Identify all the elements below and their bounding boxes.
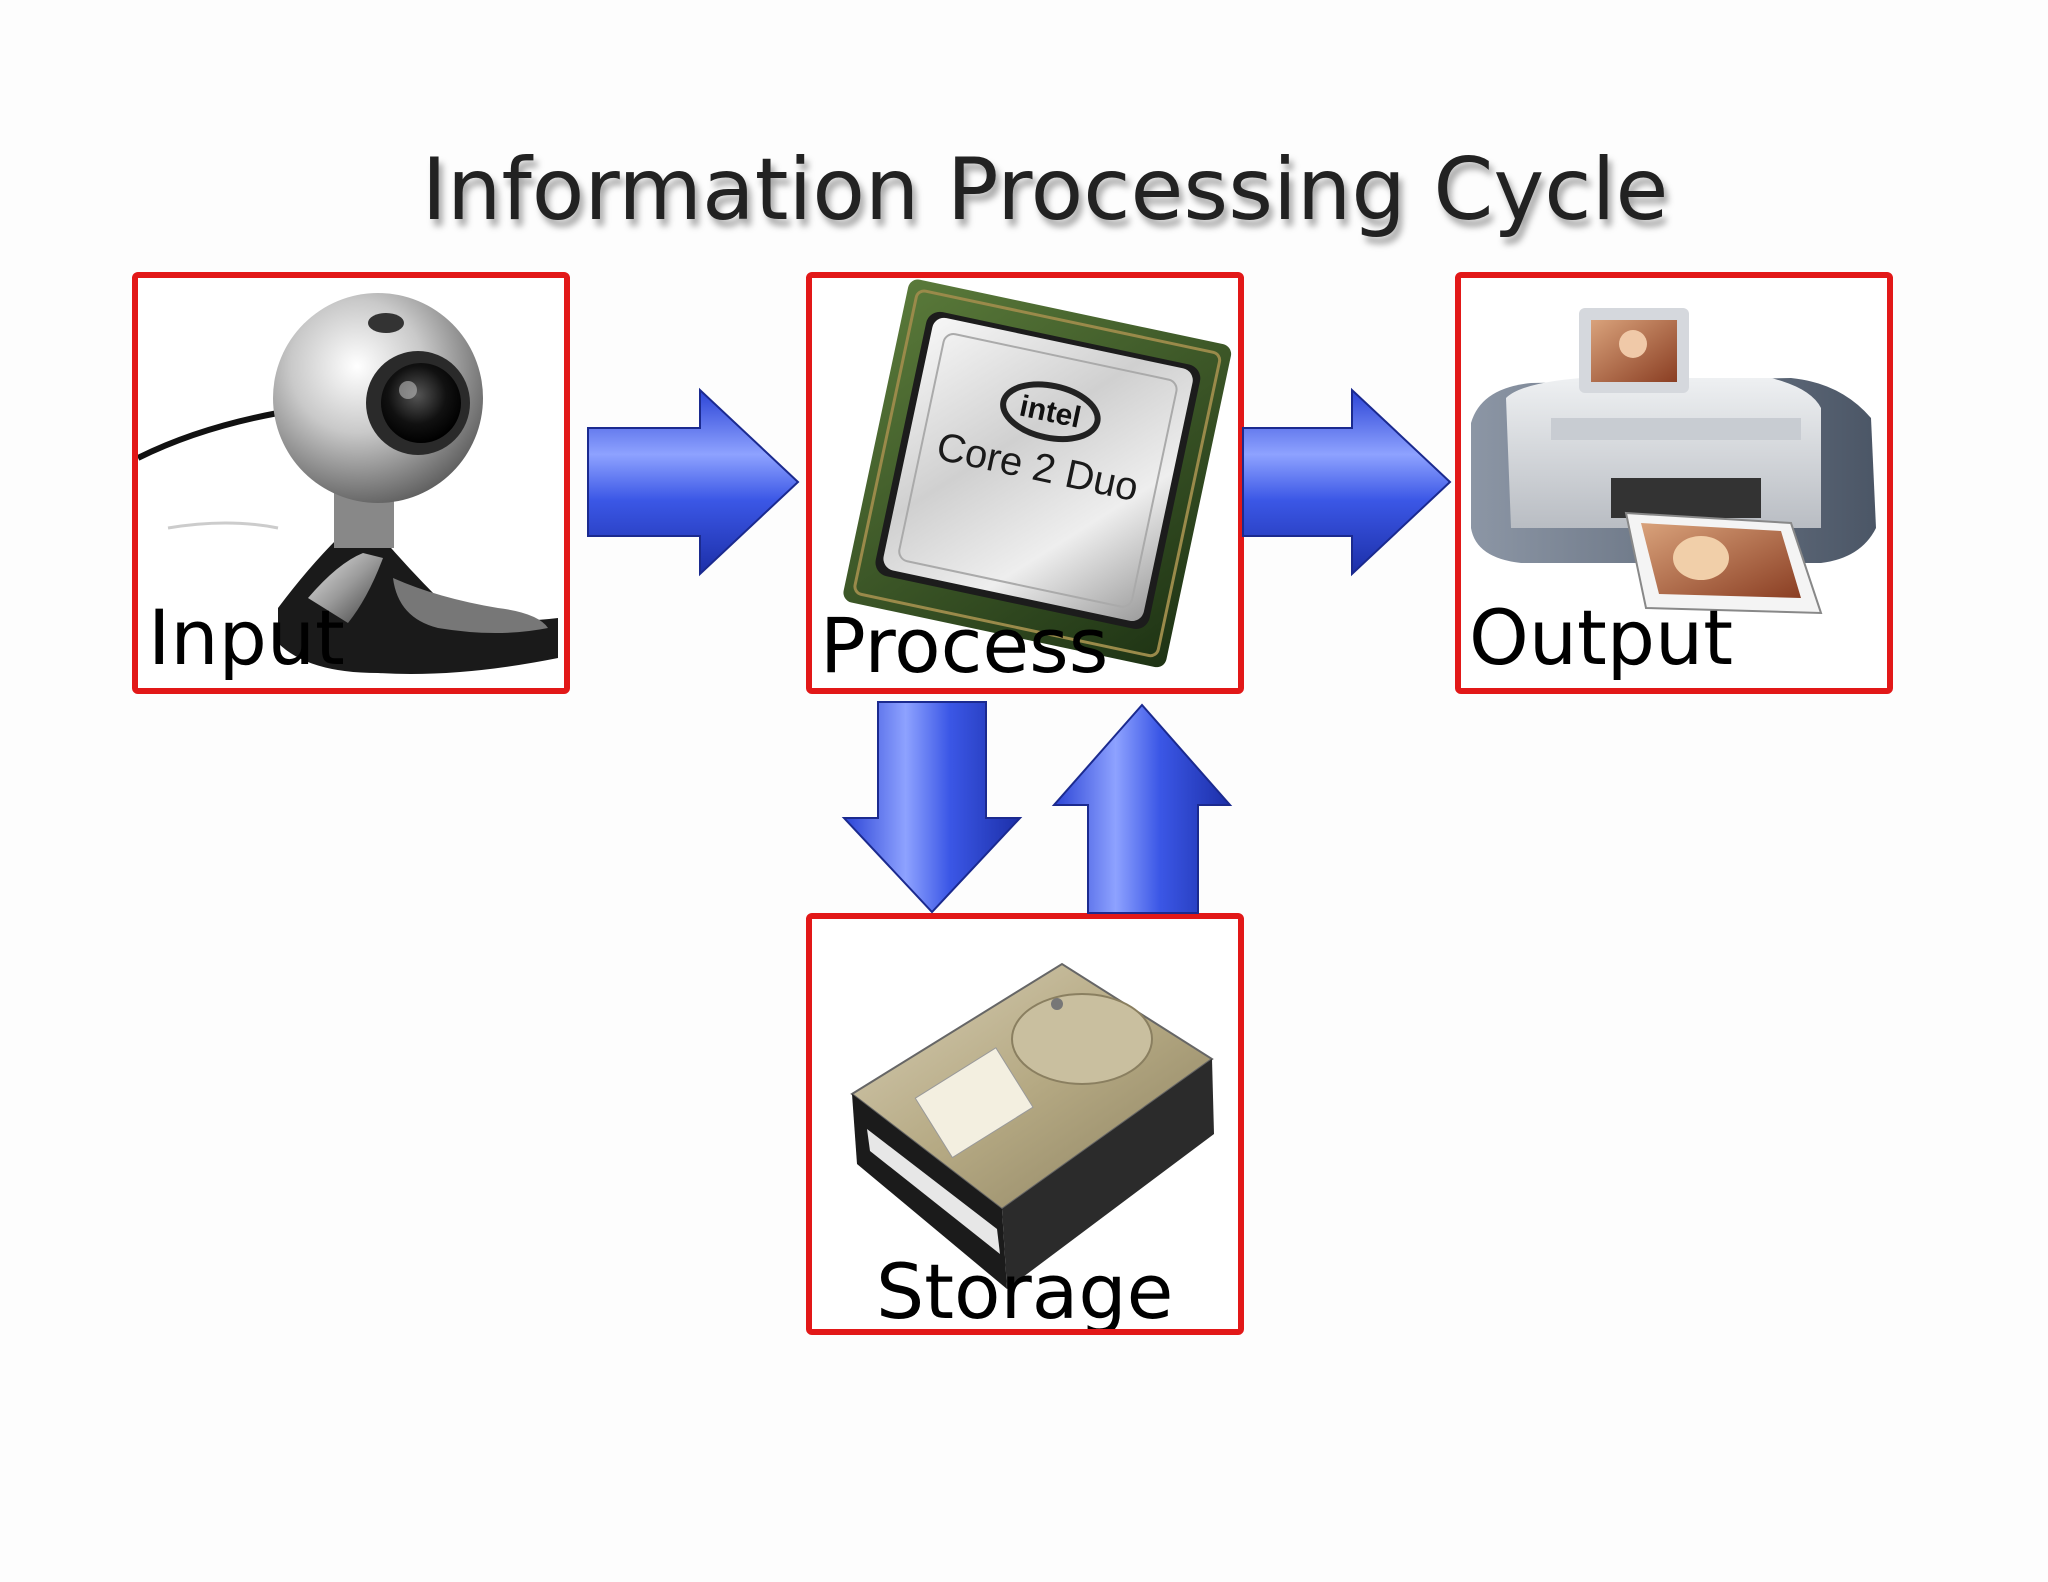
arrow-storage-to-process — [1051, 703, 1233, 914]
input-box: Input — [132, 272, 570, 694]
output-label: Output — [1469, 593, 1733, 682]
arrow-input-to-process — [587, 387, 800, 577]
arrow-process-to-output — [1242, 387, 1452, 577]
process-label: Process — [820, 601, 1109, 690]
process-box: intel Core 2 Duo Process — [806, 272, 1244, 694]
storage-label: Storage — [876, 1247, 1174, 1335]
storage-box: Storage — [806, 913, 1244, 1335]
photo-printer-icon — [1471, 308, 1876, 615]
input-label: Input — [148, 593, 345, 682]
webcam-icon — [138, 293, 558, 674]
output-box: Output — [1455, 272, 1893, 694]
cpu-chip-icon: intel Core 2 Duo — [843, 279, 1232, 668]
arrow-process-to-storage — [841, 701, 1023, 914]
hard-drive-icon — [850, 962, 1214, 1289]
diagram-title: Information Processing Cycle — [421, 140, 1669, 240]
